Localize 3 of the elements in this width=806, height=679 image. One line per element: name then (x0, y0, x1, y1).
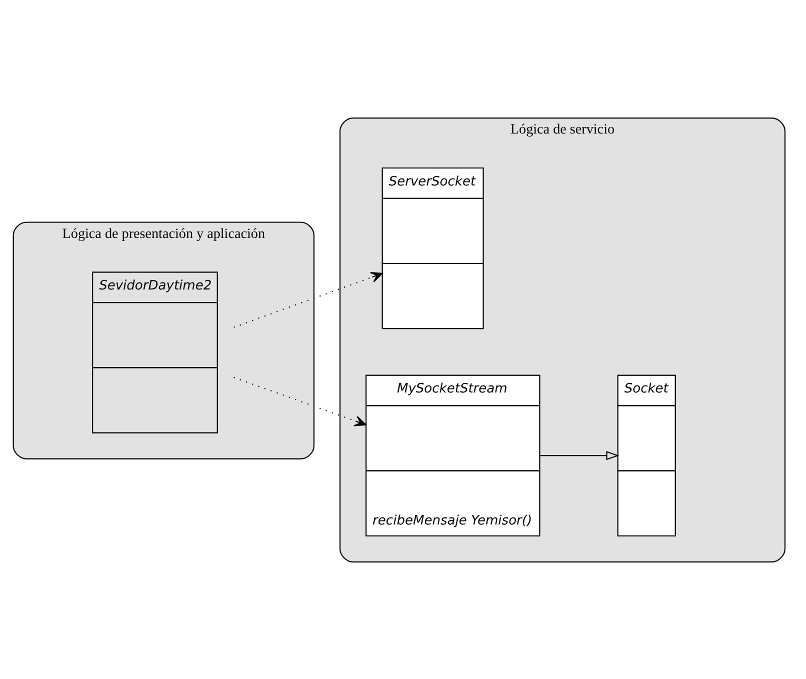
arrow (233, 376, 366, 426)
arrow (233, 272, 382, 328)
arrow (539, 450, 619, 460)
